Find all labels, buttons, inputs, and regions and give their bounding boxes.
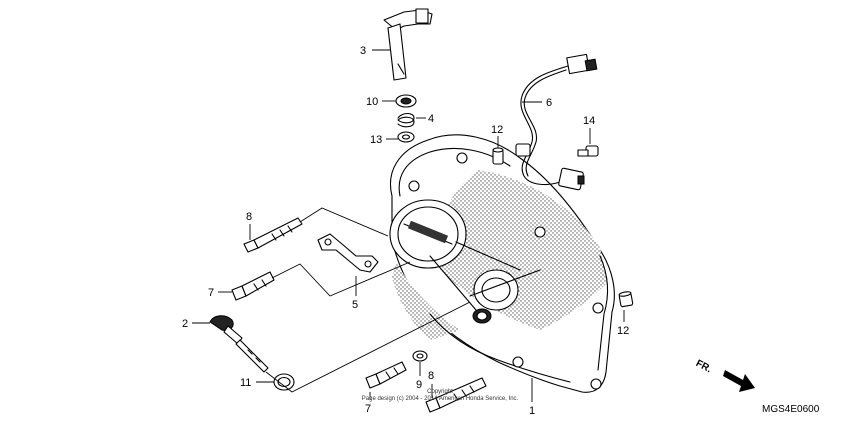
washer-9 — [412, 350, 428, 362]
callout-3: 3 — [360, 45, 366, 57]
callout-11: 11 — [240, 377, 251, 389]
shift-shaft — [383, 8, 433, 81]
callout-9: 9 — [416, 379, 422, 391]
bolt-7-left — [231, 271, 275, 301]
callout-7-left: 7 — [208, 287, 214, 299]
o-ring — [273, 373, 295, 391]
callout-8-bottom: 8 — [428, 370, 434, 382]
sensor-harness — [515, 53, 598, 191]
leader-7-left-to-cover — [271, 261, 411, 297]
callout-5: 5 — [352, 299, 358, 311]
oil-dipstick — [209, 315, 269, 373]
bracket — [317, 233, 379, 273]
diagram-code: MGS4E0600 — [762, 404, 820, 415]
bolt-7-bottom — [365, 361, 407, 389]
front-direction-indicator: FR. — [694, 358, 757, 398]
callout-12-lower: 12 — [617, 325, 629, 337]
callout-13: 13 — [370, 134, 382, 146]
callout-labels: 3 10 4 13 6 12 14 12 8 5 7 2 11 9 7 8 1 — [182, 45, 629, 417]
front-arrow-icon — [723, 370, 755, 392]
leader-8-upper-to-cover — [299, 207, 389, 237]
crankcase-cover — [389, 134, 615, 393]
callout-4: 4 — [428, 113, 434, 125]
return-spring — [397, 112, 415, 128]
copyright-line-1: Copyright — [427, 389, 453, 395]
callout-2: 2 — [182, 318, 188, 330]
bolt-14 — [577, 145, 599, 157]
copyright-line-2: Page design (c) 2004 - 2014 American Hon… — [361, 396, 519, 402]
callout-12-upper: 12 — [491, 124, 503, 136]
callout-6: 6 — [546, 97, 552, 109]
callout-8-upper: 8 — [246, 211, 252, 223]
copyright-notice: Copyright Page design (c) 2004 - 2014 Am… — [335, 389, 545, 403]
callout-14: 14 — [583, 115, 595, 127]
dowel-pin-lower — [618, 291, 634, 308]
bolt-8-upper — [243, 217, 303, 253]
dowel-pin-upper — [492, 147, 504, 165]
leader-dipstick-to-cover — [265, 301, 471, 393]
callout-10: 10 — [366, 96, 378, 108]
leader-lines — [192, 49, 625, 402]
bolt-8-bottom — [425, 377, 487, 413]
callout-1: 1 — [529, 405, 535, 417]
washer-13 — [397, 131, 415, 143]
oil-seal — [395, 94, 417, 108]
callout-7-bottom: 7 — [365, 403, 371, 415]
